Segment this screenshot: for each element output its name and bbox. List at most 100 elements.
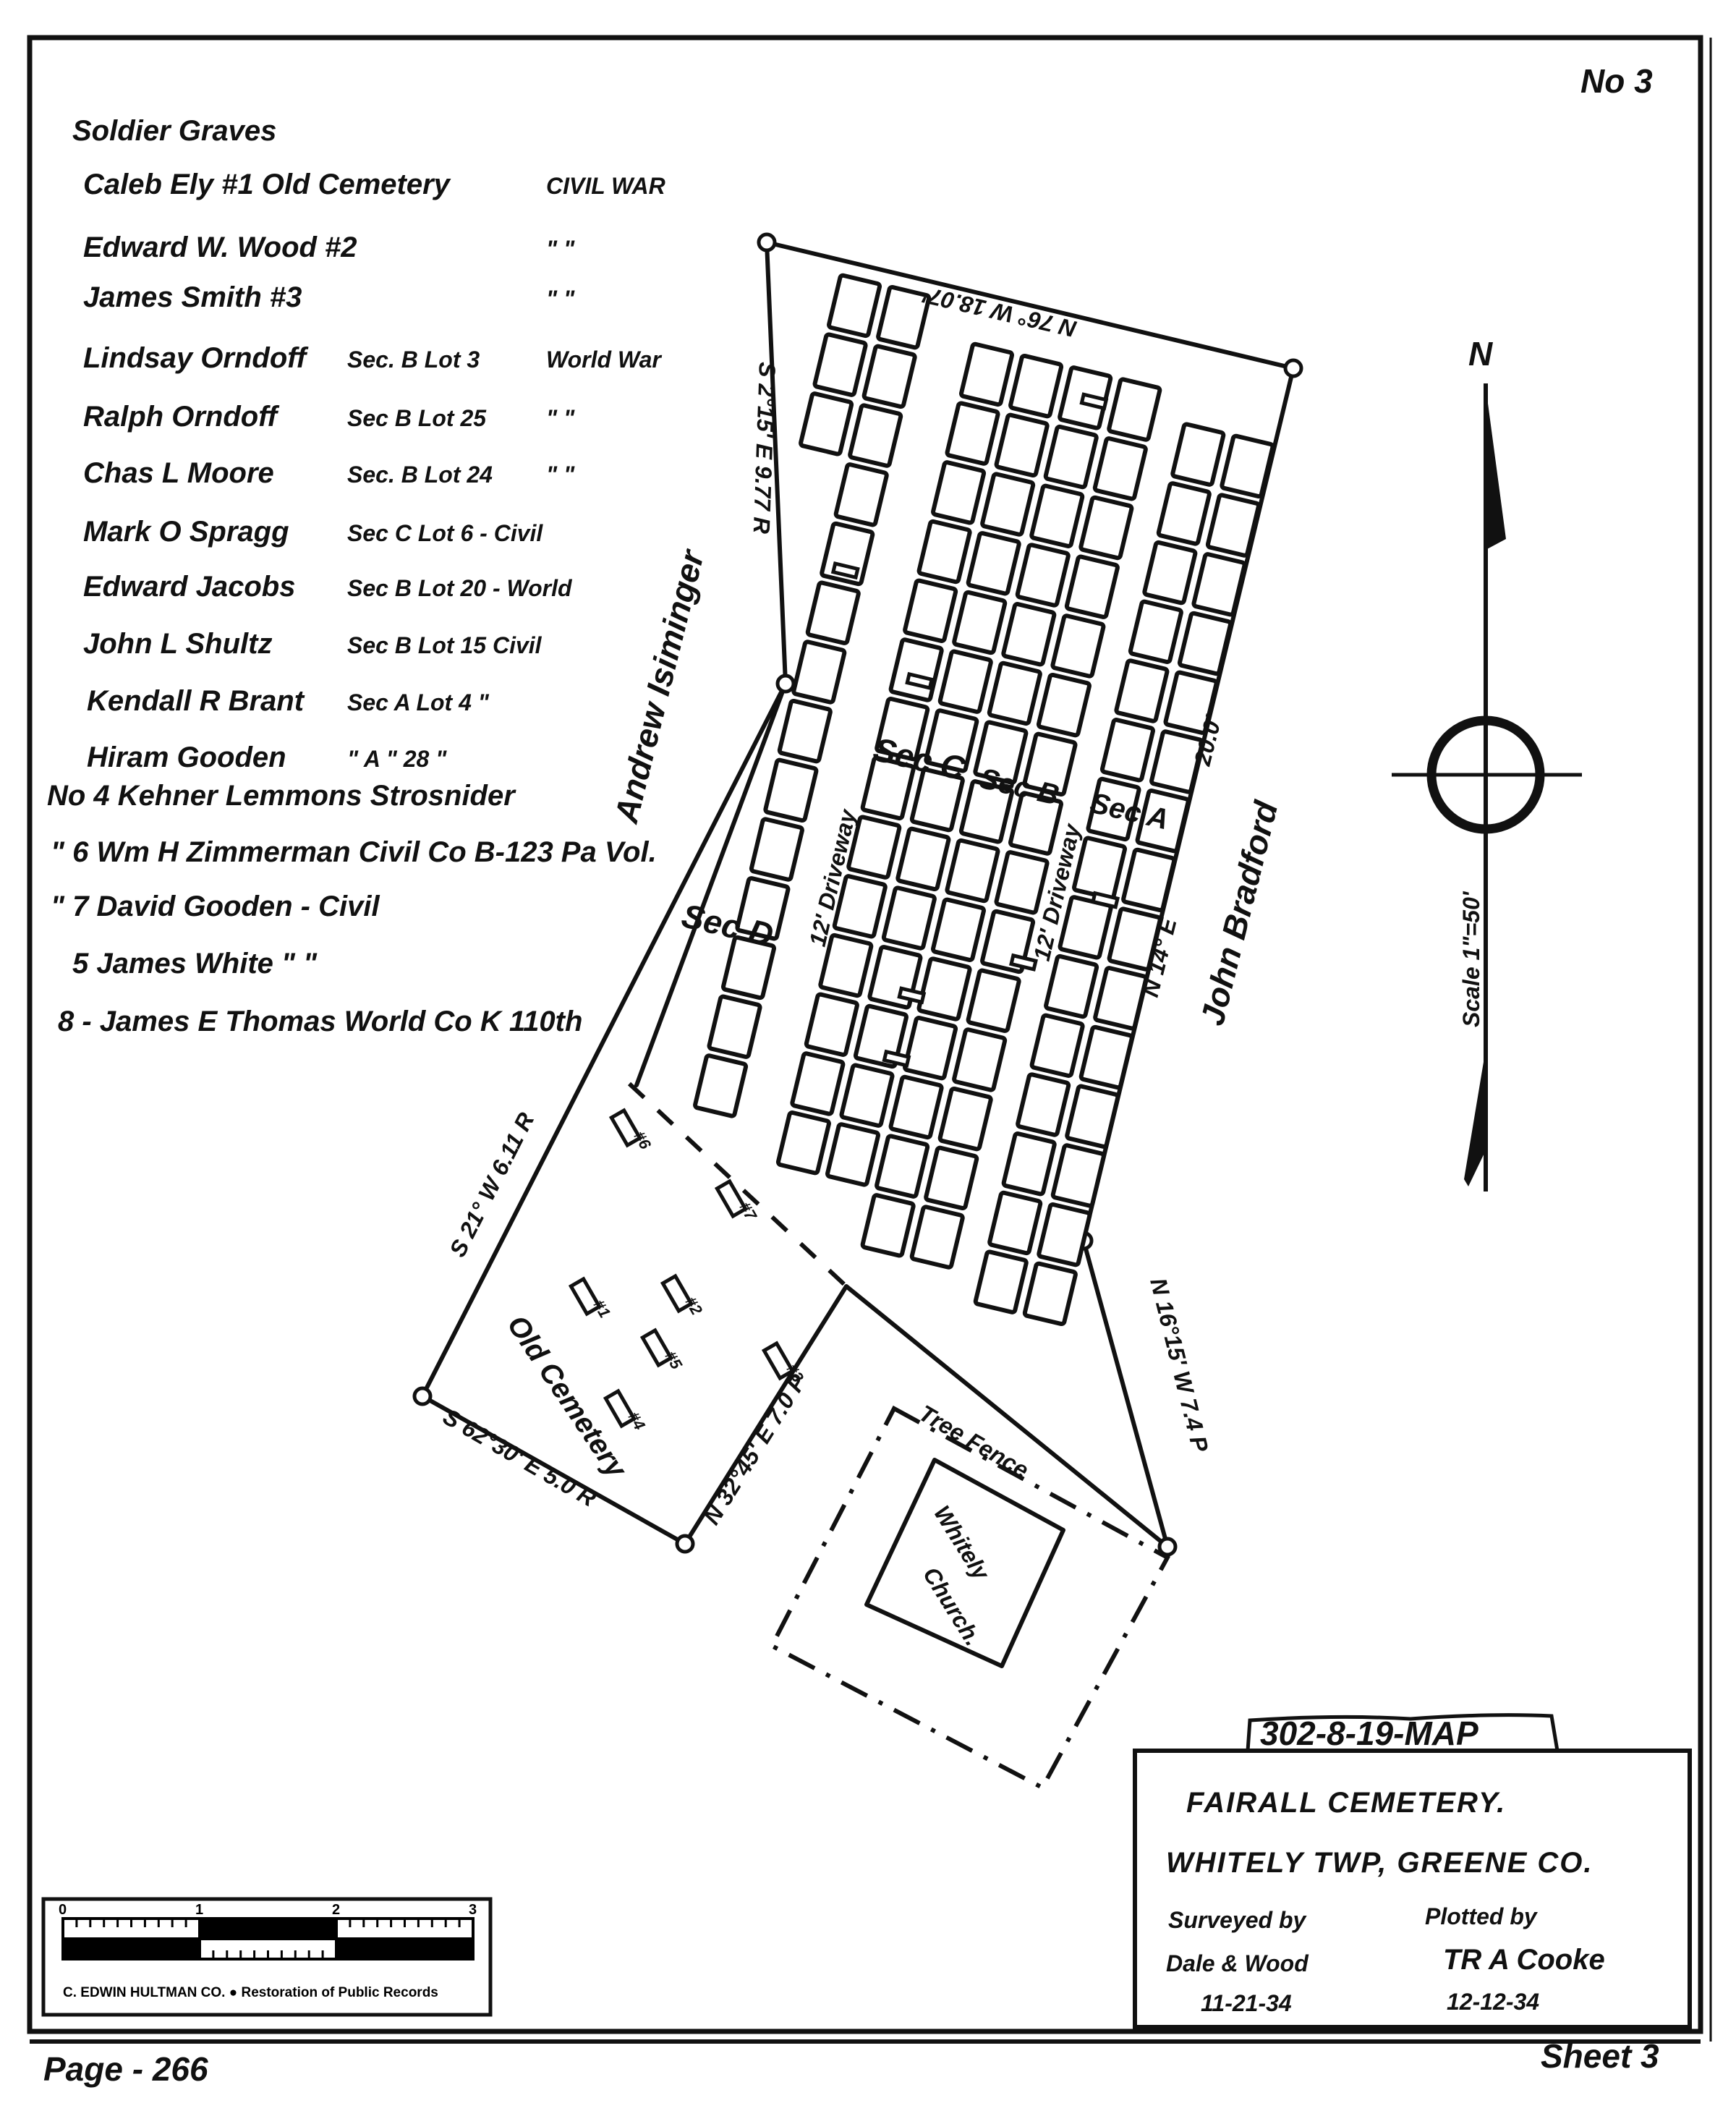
cemetery-lot <box>1065 1084 1120 1149</box>
cemetery-lot <box>827 273 882 339</box>
cemetery-lot <box>1135 789 1191 854</box>
cemetery-lot <box>876 284 932 350</box>
cemetery-lot <box>1093 966 1149 1031</box>
marked-grave <box>1009 953 1038 972</box>
cemetery-lot <box>1036 672 1092 738</box>
cemetery-lot <box>805 580 861 645</box>
cemetery-lot <box>1149 729 1205 794</box>
cemetery-lot <box>1086 776 1141 842</box>
cemetery-lot <box>937 649 993 714</box>
soldier-grave-entry: 5 James White " " <box>72 948 318 980</box>
scale-segment <box>335 1937 475 1961</box>
plotter-name: TR A Cooke <box>1443 1944 1605 1976</box>
corner-marker <box>1157 1537 1178 1557</box>
cemetery-lot <box>958 779 1014 844</box>
cemetery-lot <box>799 391 854 456</box>
cemetery-lot <box>1220 433 1275 499</box>
soldier-graves-list: Soldier Graves Caleb Ely #1 Old Cemetery… <box>47 115 665 1037</box>
cemetery-lot <box>909 1205 965 1270</box>
cemetery-lot <box>931 460 987 525</box>
tree-fence-label: Tree Fence <box>915 1400 1034 1483</box>
adjoining-owner-east: John Bradford <box>1193 796 1285 1029</box>
cemetery-lot <box>881 885 937 951</box>
north-arrow-compass: N Scale 1"=50' <box>1392 335 1582 1191</box>
soldier-name: No 4 Kehner Lemmons Strosnider <box>47 780 516 812</box>
cemetery-lot <box>825 1122 881 1187</box>
cemetery-lot <box>909 767 965 833</box>
scale-tick-label: 1 <box>195 1902 203 1918</box>
cemetery-lot <box>1029 483 1085 548</box>
soldier-name: 8 - James E Thomas World Co K 110th <box>58 1006 582 1037</box>
soldier-grave-entry: " 7 David Gooden - Civil <box>51 891 380 922</box>
soldier-grave-entry: Lindsay Orndoff Sec. B Lot 3 World War <box>83 342 662 374</box>
scale-tick-label: 3 <box>469 1902 477 1918</box>
cemetery-lot <box>980 472 1036 537</box>
cemetery-lot <box>973 1249 1029 1314</box>
cemetery-lot <box>1107 377 1162 442</box>
sheet-border <box>27 35 1712 2044</box>
soldier-name: Lindsay Orndoff <box>83 342 309 374</box>
soldier-name: Kendall R Brant <box>87 685 305 717</box>
soldier-service: World War <box>546 347 662 373</box>
old-grave: #3 <box>761 1341 807 1385</box>
soldier-grave-location: " A " 28 " <box>347 746 447 772</box>
cemetery-lot <box>848 403 903 468</box>
grave-marker-icon <box>761 1341 796 1381</box>
corner-marker <box>1283 358 1303 378</box>
corner-marker <box>757 232 777 252</box>
surveyed-by-label: Surveyed by <box>1168 1907 1308 1933</box>
soldier-grave-location: Sec B Lot 20 - World <box>347 575 573 601</box>
cemetery-lot <box>707 994 762 1059</box>
scale-segment <box>198 1917 338 1940</box>
cemetery-lot <box>763 757 819 823</box>
map-scale-label: Scale 1"=50' <box>1458 891 1484 1027</box>
soldier-name: Edward Jacobs <box>83 571 295 603</box>
cemetery-lot <box>1022 731 1078 797</box>
cemetery-lot <box>1205 493 1261 558</box>
adjoining-owner-west: Andrew Isiminger <box>607 545 712 827</box>
soldier-service: " " <box>546 405 575 431</box>
cemetery-lot <box>1099 718 1155 783</box>
scale-segment <box>61 1937 201 1961</box>
grave-marker-icon <box>714 1178 749 1219</box>
soldier-grave-location: Sec. B Lot 3 <box>347 347 480 373</box>
soldier-grave-entry: James Smith #3" " <box>83 281 575 313</box>
cemetery-lot <box>1043 424 1099 490</box>
cemetery-lot <box>916 519 972 585</box>
survey-corner-markers <box>412 232 1303 1557</box>
cemetery-lot <box>1163 670 1219 735</box>
soldier-grave-entry: Edward Jacobs Sec B Lot 20 - World <box>83 571 573 603</box>
soldier-name: Chas L Moore <box>83 457 274 489</box>
cemetery-lot <box>875 1134 930 1199</box>
cemetery-lot <box>973 720 1029 785</box>
tree-fence <box>768 1405 1171 1791</box>
bearing-southeast-edge: N 16°15' W 7.4 P <box>1145 1275 1214 1455</box>
cemetery-lot <box>1016 1072 1071 1137</box>
soldier-service: " " <box>546 236 575 262</box>
marked-grave <box>830 561 860 580</box>
cemetery-lot <box>1001 1131 1057 1197</box>
scale-tick-label: 0 <box>59 1902 67 1918</box>
marked-grave <box>1091 891 1120 909</box>
old-cemetery-graves: #1#2#3#4#5#6#7 <box>568 1108 807 1433</box>
cemetery-lot <box>987 1190 1043 1256</box>
sheet-number: No 3 <box>1580 62 1653 100</box>
cemetery-lot <box>945 838 1000 904</box>
bearing-old-cemetery-east: N 32°45' E 7.0 P <box>698 1369 812 1529</box>
soldier-name: Ralph Orndoff <box>83 401 280 433</box>
cemetery-lot <box>1177 611 1233 676</box>
soldier-grave-entry: Edward W. Wood #2 " " <box>83 231 575 263</box>
soldier-grave-location: Sec A Lot 4 " <box>347 689 490 715</box>
cemetery-lot <box>777 698 833 764</box>
soldier-name: Edward W. Wood #2 <box>83 231 357 263</box>
cemetery-lot <box>1156 481 1212 546</box>
bearing-north-edge: N 76° W 18.07' <box>920 281 1079 342</box>
cemetery-lot <box>812 332 868 397</box>
plotted-by-label: Plotted by <box>1425 1903 1539 1929</box>
grave-marker-icon <box>608 1108 643 1148</box>
cemetery-lot <box>1078 495 1134 561</box>
old-cemetery-dashed-line <box>627 1082 848 1288</box>
plot-date: 12-12-34 <box>1447 1989 1539 2015</box>
